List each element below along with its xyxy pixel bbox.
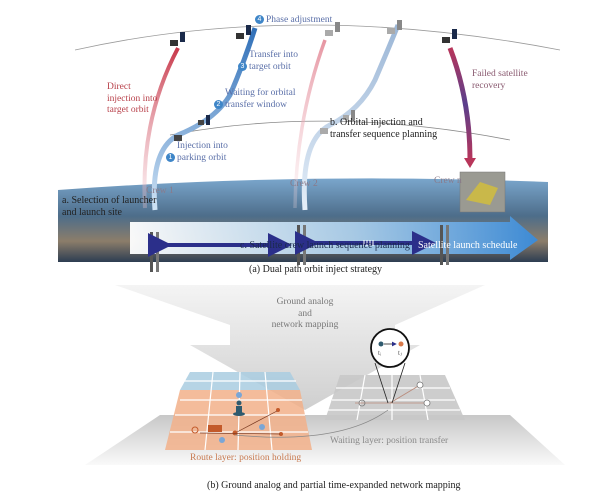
person-icon [233, 400, 245, 416]
satellite-icon [325, 22, 340, 36]
failed-recovery-arrowhead [464, 158, 476, 168]
direct-injection-path-crew2 [293, 39, 327, 209]
zoom-magnifier [370, 328, 410, 368]
zoom-label-tj: tⱼ [398, 349, 402, 357]
mapping-funnel-arrow [115, 285, 485, 410]
rocket-icon-crew-n [440, 225, 449, 265]
satellite-icon [442, 29, 457, 43]
satellite-icon [387, 20, 402, 34]
direct-injection-path [142, 47, 180, 209]
satellite-icon [174, 115, 210, 141]
waiting-node [423, 399, 431, 407]
ellipsis-marks [363, 240, 374, 246]
waiting-node [416, 381, 424, 389]
zoom-label-ti: tᵢ [378, 349, 382, 357]
launch-schedule-label: Satellite launch schedule [418, 240, 518, 251]
waiting-layer-gridlines [328, 374, 460, 421]
label-c-launch-sequence: c. Satellite crew launch sequence planni… [240, 240, 410, 251]
label-b-orbital-planning: b. Orbital injection and transfer sequen… [330, 117, 438, 140]
step-marker [236, 392, 242, 398]
caption-a: (a) Dual path orbit inject strategy [249, 264, 383, 275]
satellite-icon [320, 110, 355, 134]
step-2-badge: 2 [214, 99, 223, 109]
route-node [191, 426, 199, 434]
caption-b: (b) Ground analog and partial time-expan… [207, 480, 461, 491]
route-node [232, 430, 238, 436]
route-layer-label: Route layer: position holding [190, 453, 302, 463]
zoom-node-ti [378, 341, 384, 347]
step-3-badge: 3 [238, 61, 247, 71]
failed-recovery-path [447, 47, 473, 161]
label-a-launcher-selection: a. Selection of launcher and launch site [62, 195, 157, 218]
waiting-layer [325, 375, 465, 420]
step-marker [219, 437, 225, 443]
crew-n-label: Crew n [434, 176, 462, 186]
route-node [279, 432, 283, 436]
ground-plane [85, 415, 565, 465]
direct-injection-label: Direct injection into target orbit [107, 82, 158, 115]
bus-icon [208, 425, 222, 432]
step-4-badge: 4 [255, 15, 264, 25]
waiting-layer-label: Waiting layer: position transfer [330, 436, 449, 446]
step-marker [259, 424, 265, 430]
zoom-node-tj [398, 341, 404, 347]
crew-2-label: Crew 2 [290, 179, 318, 189]
failed-recovery-label: Failed satellite recovery [472, 69, 528, 91]
layer-transition-curve [234, 409, 389, 438]
launch-schedule-arrow [130, 216, 538, 260]
mapping-transition-label: Ground analog and network mapping [271, 297, 339, 330]
satellite-icon [170, 32, 185, 46]
outer-orbit [74, 24, 561, 51]
waiting-node [358, 399, 366, 407]
step-1-badge: 1 [166, 152, 175, 162]
crew-1-label: Crew 1 [146, 186, 174, 196]
satellite-icon [236, 25, 251, 39]
